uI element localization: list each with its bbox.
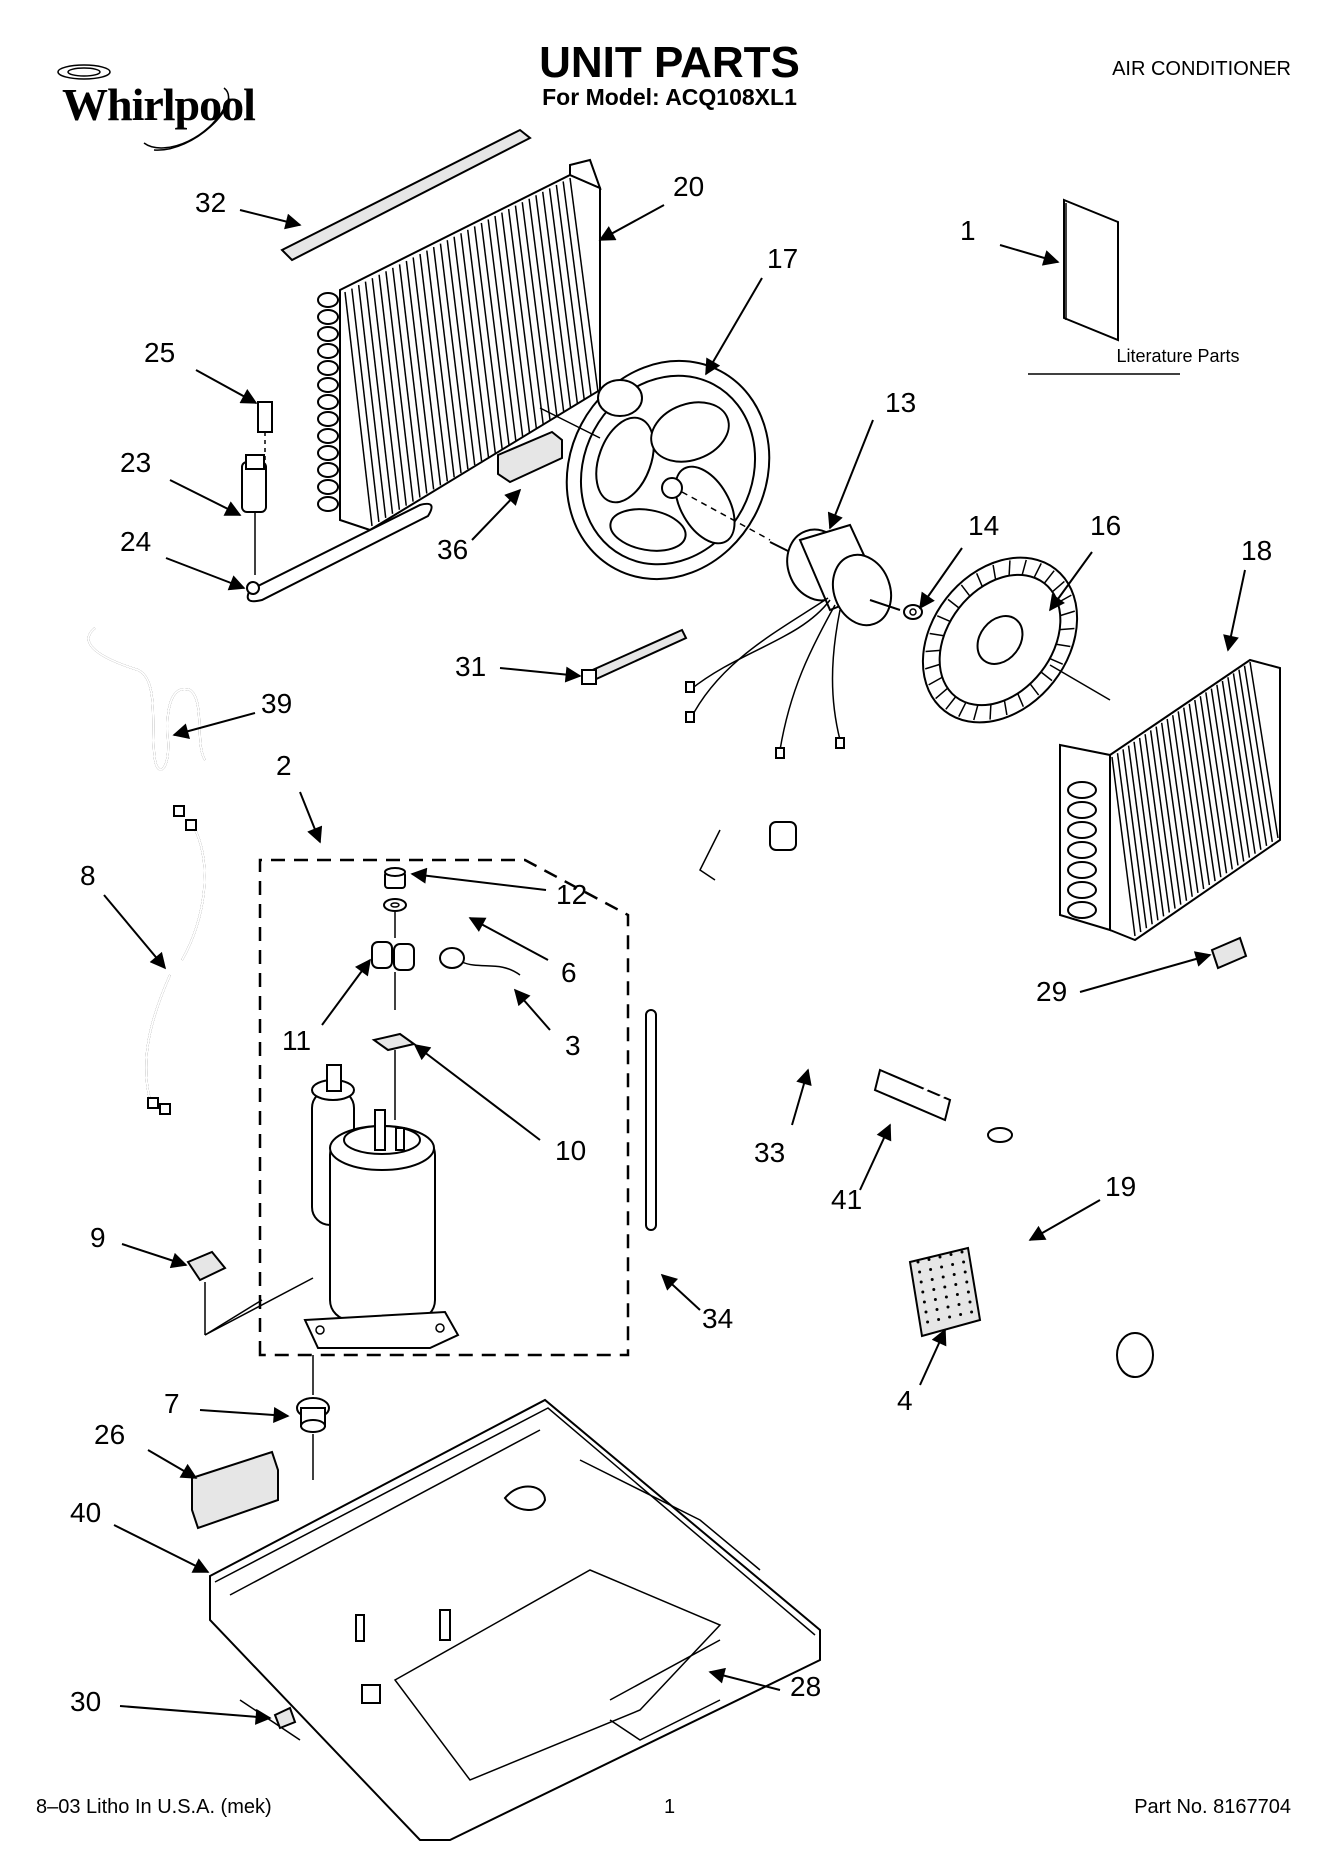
callout-14[interactable]: 14	[968, 510, 999, 541]
part-18-evaporator-coil[interactable]	[1059, 658, 1281, 942]
part-10-plate[interactable]	[371, 1032, 417, 1052]
callout-9[interactable]: 9	[90, 1222, 106, 1253]
part-41-manifold[interactable]	[873, 1058, 992, 1122]
part-34-rod[interactable]	[645, 1009, 657, 1231]
callout-20[interactable]: 20	[673, 171, 704, 202]
callout-labels: 1 2 3 4 6 7 8 9 10 11 12 13 14 16 17 18 …	[70, 171, 1272, 1717]
callout-23[interactable]: 23	[120, 447, 151, 478]
part-39-bracket[interactable]	[87, 627, 206, 771]
part-19-insulation-tube[interactable]	[987, 1126, 1319, 1518]
part-25-tube[interactable]	[257, 276, 307, 462]
part-29-clip[interactable]	[1210, 936, 1248, 970]
callout-32[interactable]: 32	[195, 187, 226, 218]
part-13-fan-motor[interactable]	[685, 521, 901, 759]
part-4-filter-pad[interactable]	[908, 1246, 982, 1338]
whirlpool-logo: Whirlpool	[44, 58, 274, 168]
callout-8[interactable]: 8	[80, 860, 96, 891]
callout-10[interactable]: 10	[555, 1135, 586, 1166]
part-14-nut[interactable]	[903, 604, 923, 620]
part-1-literature[interactable]	[1063, 198, 1119, 342]
callout-16[interactable]: 16	[1090, 510, 1121, 541]
footer-litho: 8–03 Litho In U.S.A. (mek)	[36, 1796, 272, 1818]
callout-leaders	[103, 204, 1246, 1725]
part-16-blower-wheel[interactable]	[891, 527, 1111, 753]
callout-40[interactable]: 40	[70, 1497, 101, 1528]
part-2-compressor[interactable]	[204, 1064, 460, 1349]
part-2-compressor-kit-boundary	[258, 858, 630, 1357]
callout-29[interactable]: 29	[1036, 976, 1067, 1007]
logo-swirl-icon	[57, 64, 230, 151]
part-40-base-pan[interactable]	[209, 1398, 821, 1841]
model-line: For Model: ACQ108XL1	[542, 84, 797, 110]
page-title: UNIT PARTS	[539, 38, 800, 87]
callout-26[interactable]: 26	[94, 1419, 125, 1450]
callout-13[interactable]: 13	[885, 387, 916, 418]
part-30-clip[interactable]	[273, 1706, 297, 1730]
part-17-fan-shroud[interactable]	[529, 325, 807, 615]
callout-2[interactable]: 2	[276, 750, 292, 781]
part-20-condenser-coil[interactable]	[317, 158, 602, 532]
callout-3[interactable]: 3	[565, 1030, 581, 1061]
part-28-bottom-plate[interactable]	[609, 1639, 721, 1701]
part-8-wire-harness[interactable]	[145, 805, 206, 1115]
part-26-insulation-pad[interactable]	[191, 1450, 279, 1530]
callout-4[interactable]: 4	[897, 1385, 913, 1416]
callout-28[interactable]: 28	[790, 1671, 821, 1702]
part-32-gasket[interactable]	[280, 128, 532, 262]
callout-36[interactable]: 36	[437, 534, 468, 565]
product-category: AIR CONDITIONER	[1112, 58, 1291, 80]
callout-31[interactable]: 31	[455, 651, 486, 682]
callout-17[interactable]: 17	[767, 243, 798, 274]
callout-25[interactable]: 25	[144, 337, 175, 368]
callout-34[interactable]: 34	[702, 1303, 733, 1334]
callout-33[interactable]: 33	[754, 1137, 785, 1168]
part-24-tube-assembly[interactable]	[246, 502, 433, 603]
part-23-valve[interactable]	[241, 454, 267, 575]
part-31-cable-tie[interactable]	[581, 628, 688, 685]
brand-name: Whirlpool	[62, 79, 256, 130]
part-36-insulation-block[interactable]	[497, 430, 563, 484]
part-7-mount-grommet[interactable]	[296, 1397, 330, 1480]
callout-11[interactable]: 11	[282, 1025, 311, 1056]
callout-6[interactable]: 6	[561, 957, 577, 988]
callout-12[interactable]: 12	[556, 879, 587, 910]
callout-19[interactable]: 19	[1105, 1171, 1136, 1202]
literature-parts-label: Literature Parts	[1116, 346, 1239, 366]
callout-1[interactable]: 1	[960, 215, 976, 246]
footer-page-number: 1	[663, 1796, 676, 1818]
part-33-discharge-tube[interactable]	[685, 796, 865, 1239]
part-3-overload[interactable]	[439, 947, 521, 976]
part-9-clip[interactable]	[186, 1250, 263, 1336]
part-11-grommet[interactable]	[371, 941, 415, 971]
footer-part-number: Part No. 8167704	[1134, 1796, 1291, 1818]
callout-30[interactable]: 30	[70, 1686, 101, 1717]
callout-24[interactable]: 24	[120, 526, 151, 557]
callout-41[interactable]: 41	[831, 1184, 862, 1215]
part-6-washer[interactable]	[383, 898, 407, 912]
callout-39[interactable]: 39	[261, 688, 292, 719]
part-12-nut[interactable]	[384, 867, 406, 889]
callout-18[interactable]: 18	[1241, 535, 1272, 566]
callout-7[interactable]: 7	[164, 1388, 180, 1419]
